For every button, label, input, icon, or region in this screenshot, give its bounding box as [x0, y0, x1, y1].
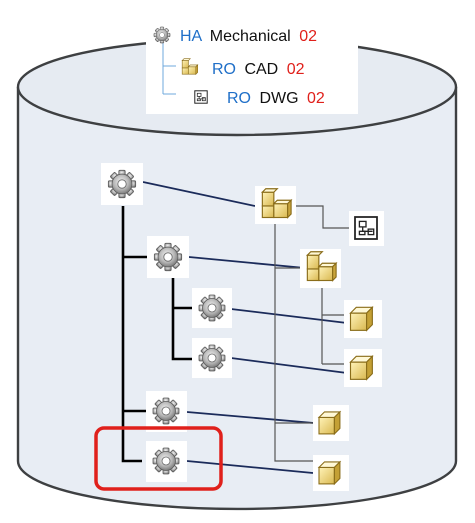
gear-sub-a1[interactable] — [192, 288, 232, 328]
assembly-gear-icon — [153, 26, 171, 44]
legend-row-mechanical: HA Mechanical 02 — [153, 26, 317, 45]
part-2[interactable] — [344, 349, 382, 387]
assembly-gear-icon — [153, 242, 183, 272]
assembly-gear-icon — [107, 169, 137, 199]
gear-to-cad-links — [142, 181, 348, 474]
dwg-drawing-icon — [354, 216, 378, 240]
dwg-drawing-icon — [194, 90, 208, 104]
highlight-box — [94, 426, 223, 491]
legend: HA Mechanical 02 RO CAD 02 RO DWG 02 — [146, 20, 358, 114]
legend-version: 02 — [287, 61, 305, 78]
legend-background — [146, 20, 358, 114]
legend-row-cad: RO CAD 02 — [181, 58, 305, 78]
assembly-gear-icon — [152, 447, 180, 475]
part-cube-icon — [318, 411, 341, 435]
gear-sub-a[interactable] — [147, 236, 189, 278]
legend-name: CAD — [244, 61, 278, 78]
legend-name: DWG — [259, 90, 298, 107]
gear-sub-c[interactable] — [146, 441, 187, 482]
gear-sub-b[interactable] — [146, 391, 187, 432]
assembly-gear-icon — [198, 294, 226, 322]
cylinder-body — [16, 87, 458, 511]
assembly-gear-icon — [152, 397, 180, 425]
part-cube-icon — [349, 306, 373, 331]
legend-version: 02 — [307, 90, 325, 107]
part-1[interactable] — [344, 300, 382, 338]
cad-structure-lines — [274, 205, 349, 462]
part-cube-icon — [318, 461, 341, 485]
legend-prefix: HA — [180, 28, 203, 45]
legend-tree-line — [162, 42, 176, 95]
gear-sub-a2[interactable] — [192, 338, 232, 378]
assembly-tree-lines — [121, 206, 192, 463]
cad-assembly-root[interactable] — [255, 186, 296, 224]
part-cube-icon — [349, 355, 373, 380]
legend-row-dwg: RO DWG 02 — [194, 90, 325, 107]
legend-name: Mechanical — [210, 28, 291, 45]
legend-version: 02 — [299, 28, 317, 45]
legend-prefix: RO — [227, 90, 251, 107]
svg-text:HA Mechanical: HA Mechanical 02 — [180, 28, 317, 45]
part-3[interactable] — [313, 405, 349, 441]
assembly-gear-icon — [198, 344, 226, 372]
gear-root[interactable] — [101, 163, 143, 205]
dwg-drawing[interactable] — [349, 211, 384, 246]
svg-text:RO DWG 02: RO DWG 02 — [227, 90, 325, 107]
cad-assembly-sub-a[interactable] — [300, 249, 341, 288]
legend-prefix: RO — [212, 61, 236, 78]
part-4[interactable] — [313, 455, 349, 491]
svg-text:RO CAD 02: RO CAD 02 — [212, 61, 305, 78]
